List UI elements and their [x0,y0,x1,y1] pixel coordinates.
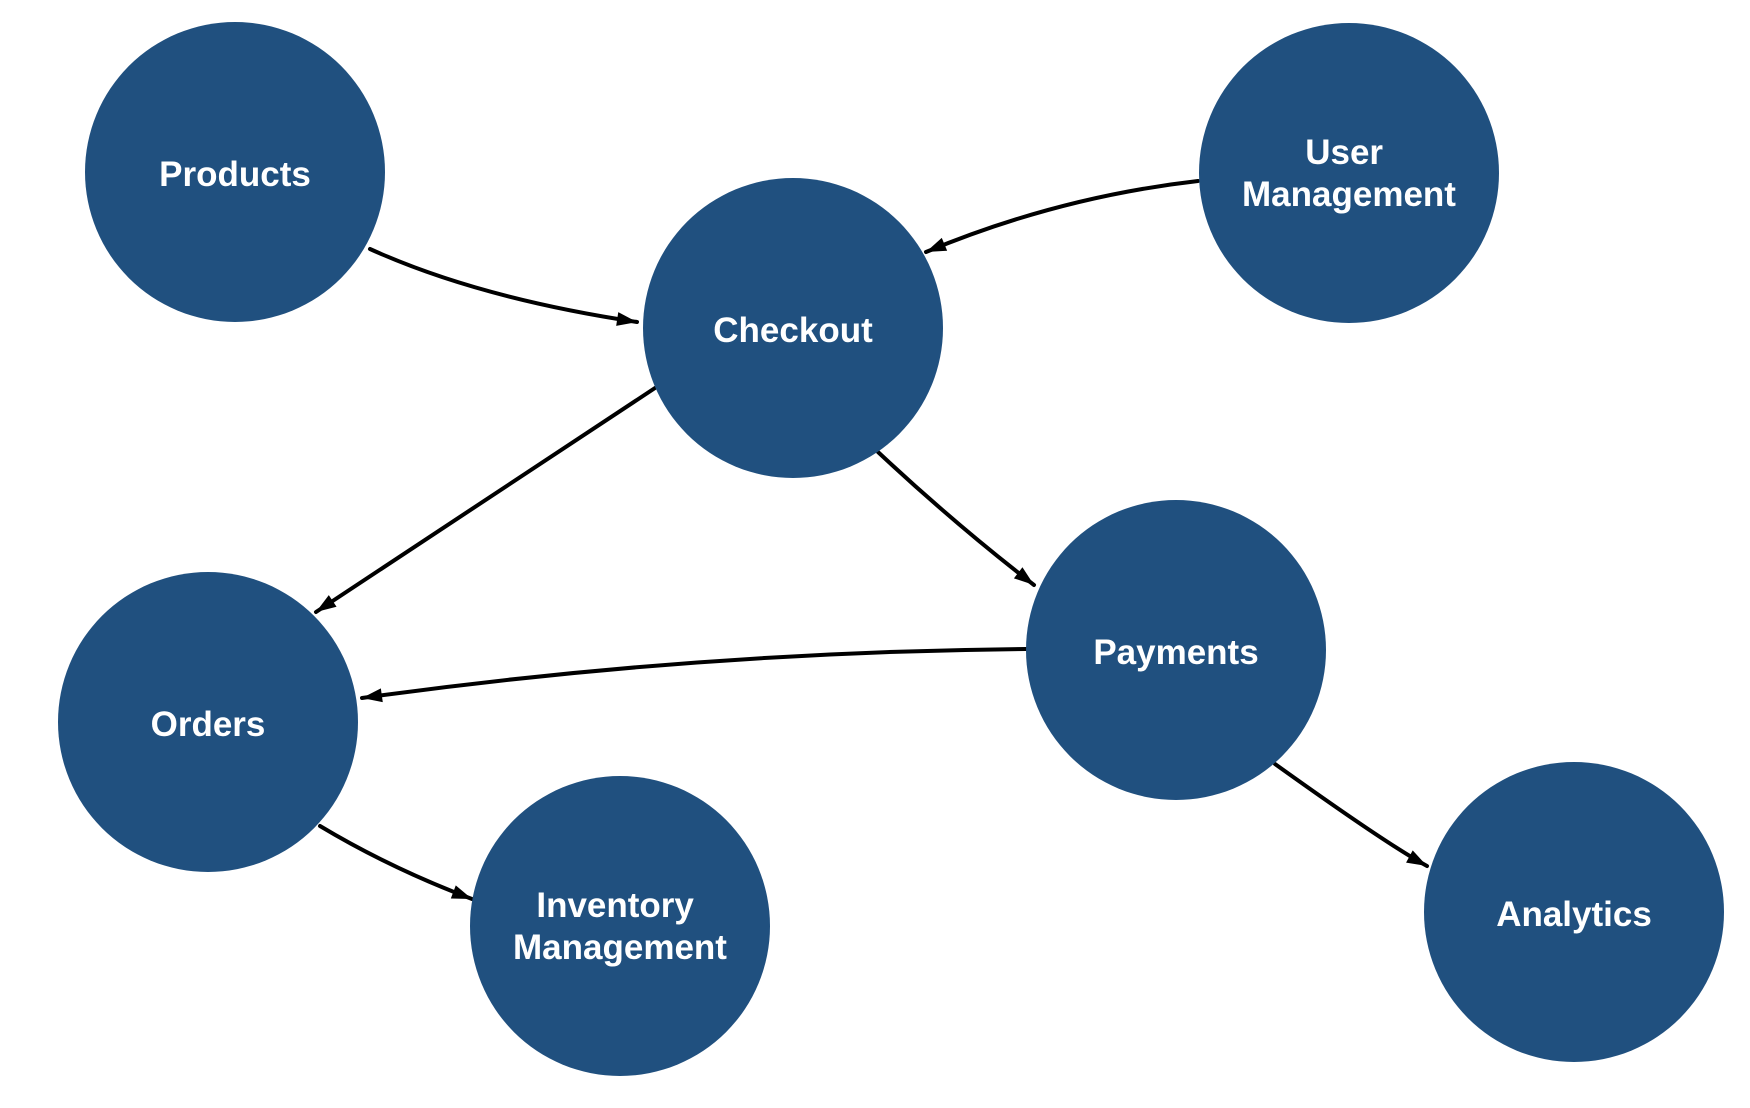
node-user-management[interactable]: User Management [1199,23,1499,323]
edge-orders-inventory-management [318,824,474,901]
node-analytics-circle [1424,762,1724,1062]
edge-user-management-checkout [924,179,1200,254]
node-inventory-management[interactable]: Inventory Management [470,776,770,1076]
node-inventory-management-circle [470,776,770,1076]
node-checkout-circle [643,178,943,478]
edge-products-checkout [368,247,639,326]
node-analytics[interactable]: Analytics [1424,762,1724,1062]
node-orders-label: Orders [151,705,266,744]
node-payments-circle [1026,500,1326,800]
edge-checkout-orders [314,386,657,614]
node-orders[interactable]: Orders [58,572,358,872]
node-products-label: Products [159,155,311,194]
node-checkout[interactable]: Checkout [643,178,943,478]
node-orders-circle [58,572,358,872]
edge-payments-analytics [1273,762,1429,868]
node-payments-label: Payments [1093,633,1258,672]
node-payments[interactable]: Payments [1026,500,1326,800]
node-user-management-circle [1199,23,1499,323]
edge-payments-orders [360,647,1028,703]
edge-checkout-payments [876,450,1036,587]
node-checkout-label: Checkout [713,311,873,350]
node-products[interactable]: Products [85,22,385,322]
node-inventory-management-label: Inventory Management [513,886,727,967]
node-user-management-label: User Management [1242,133,1456,214]
node-analytics-label: Analytics [1496,895,1652,934]
node-products-circle [85,22,385,322]
